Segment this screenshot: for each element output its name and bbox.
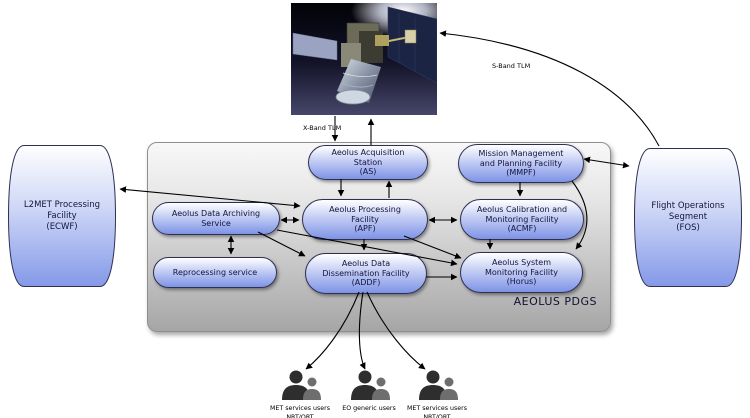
- user-group-sublabel: NRT/QRT: [423, 413, 451, 418]
- node-label-line: (FOS): [676, 223, 700, 233]
- node-label-line: Aeolus Data: [341, 259, 391, 269]
- node-label-line: (AS): [359, 167, 377, 177]
- user-group-label: EO generic users: [342, 405, 396, 412]
- node-reprocessing-service: Reprocessing service: [153, 257, 277, 288]
- barrel-shape: [7, 145, 117, 287]
- node-label-line: Monitoring Facility: [485, 214, 559, 224]
- node-label-line: (ADDF): [351, 278, 381, 288]
- node-l2met-processing-facility: L2MET Processing Facility (ECWF): [6, 143, 118, 289]
- user-group-sublabel: NRT/QRT: [286, 413, 314, 418]
- node-label-line: Mission Management: [478, 149, 564, 159]
- node-label-line: Facility: [47, 210, 77, 221]
- node-label-line: (Horus): [506, 277, 537, 287]
- users-icon: [351, 370, 390, 400]
- node-aeolus-data-dissemination-facility: Aeolus Data Dissemination Facility (ADDF…: [305, 253, 427, 294]
- node-label-line: (ECWF): [46, 221, 78, 232]
- node-label-line: Segment: [668, 212, 708, 222]
- node-mission-management-planning-facility: Mission Management and Planning Facility…: [458, 144, 584, 183]
- node-aeolus-processing-facility: Aeolus Processing Facility (APF): [302, 199, 428, 240]
- node-label-line: Service: [201, 218, 231, 228]
- node-aeolus-system-monitoring-facility: Aeolus System Monitoring Facility (Horus…: [460, 252, 583, 293]
- node-label-line: Aeolus Acquisition: [331, 148, 405, 158]
- node-label-line: and Planning Facility: [479, 158, 563, 168]
- user-group-met-services-2: MET services users NRT/QRT: [398, 370, 476, 418]
- user-group-label: MET services users: [406, 405, 468, 412]
- node-label-line: Aeolus Calibration and: [476, 205, 568, 215]
- satellite-illustration: [291, 0, 455, 115]
- node-label-line: Station: [353, 157, 383, 167]
- user-group-eo-generic: EO generic users: [330, 370, 408, 413]
- user-group-met-services-1: MET services users NRT/QRT: [261, 370, 339, 418]
- node-label-line: (MMPF): [506, 168, 536, 178]
- s-band-tlm-label: S-Band TLM: [492, 62, 531, 70]
- node-aeolus-calibration-monitoring-facility: Aeolus Calibration and Monitoring Facili…: [460, 199, 584, 240]
- user-group-label: MET services users: [269, 405, 331, 412]
- node-label-line: Aeolus System: [492, 258, 551, 268]
- barrel-shape: [633, 148, 743, 287]
- arrow-fos-to-satellite-sband: [439, 30, 660, 147]
- x-band-tlm-label: X-Band TLM: [303, 124, 342, 132]
- satellite-image: [291, 0, 455, 115]
- node-aeolus-acquisition-station: Aeolus Acquisition Station (AS): [308, 145, 428, 180]
- node-label-line: Aeolus Data Archiving: [171, 209, 261, 218]
- node-label-line: Reprocessing service: [172, 267, 258, 277]
- node-label-line: Aeolus Processing: [329, 205, 401, 215]
- node-label-line: Monitoring Facility: [484, 267, 559, 277]
- pdgs-panel-title: AEOLUS PDGS: [513, 295, 597, 308]
- node-aeolus-data-archiving-service: Aeolus Data Archiving Service: [152, 202, 280, 235]
- node-label-line: Facility: [351, 214, 379, 224]
- node-flight-operations-segment: Flight Operations Segment (FOS): [632, 146, 744, 289]
- node-label-line: Dissemination Facility: [322, 268, 410, 278]
- node-label-line: (ACMF): [507, 224, 537, 234]
- node-label-line: Flight Operations: [651, 201, 725, 211]
- node-label-line: (APF): [354, 224, 376, 234]
- users-icon: [419, 370, 458, 400]
- node-label-line: L2MET Processing: [23, 199, 101, 210]
- users-icon: [282, 370, 321, 400]
